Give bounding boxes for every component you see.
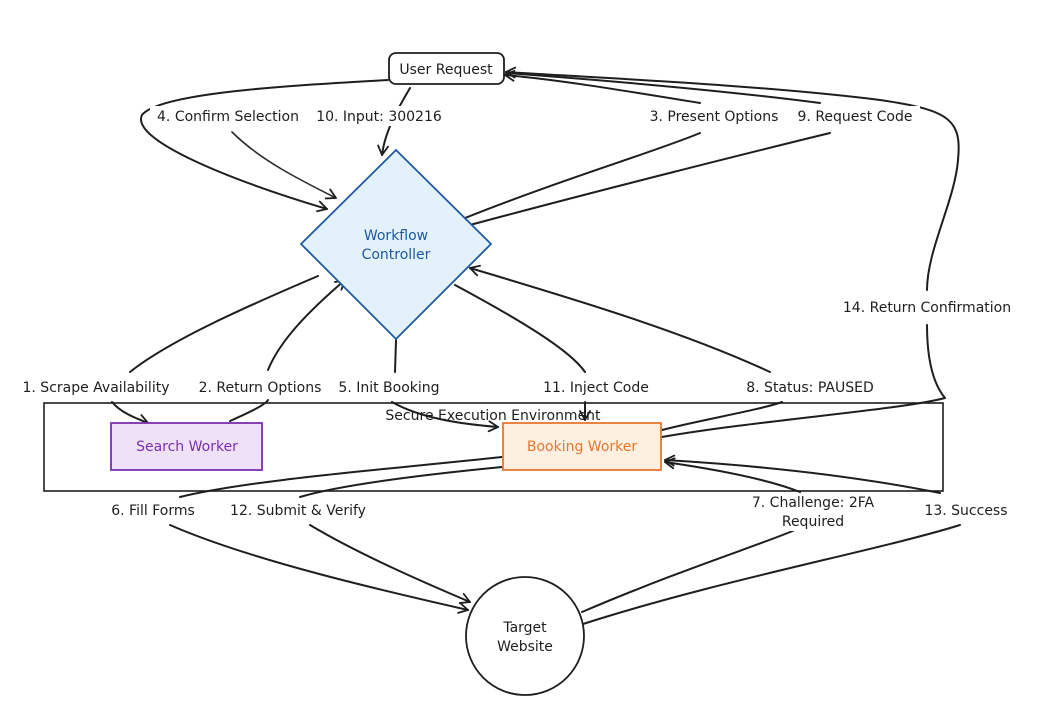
booking-worker-box bbox=[502, 422, 662, 471]
target-website-circle bbox=[465, 576, 585, 696]
edge-label-10: 10. Input: 300216 bbox=[316, 109, 442, 125]
edge-label-7-line2: Required bbox=[782, 514, 844, 530]
edge-label-8: 8. Status: PAUSED bbox=[746, 380, 873, 396]
edge-14-return-confirmation[interactable] bbox=[506, 72, 960, 438]
secure-env-boundary bbox=[43, 402, 944, 492]
node-search-worker[interactable]: Search Worker bbox=[110, 422, 263, 471]
node-target-website[interactable]: Target Website bbox=[465, 576, 585, 696]
edge-6-fill-forms[interactable] bbox=[169, 456, 503, 610]
secure-env-label: Secure Execution Environment bbox=[385, 408, 601, 424]
booking-worker-label: Booking Worker bbox=[527, 439, 638, 455]
edge-2-return-options[interactable] bbox=[229, 280, 345, 422]
edge-3-present-options[interactable] bbox=[464, 75, 701, 219]
edge-labels: 4. Confirm Selection 10. Input: 300216 3… bbox=[16, 106, 1020, 531]
edge-label-7-line1: 7. Challenge: 2FA bbox=[752, 495, 875, 511]
edge-label-2: 2. Return Options bbox=[199, 380, 322, 396]
edge-4-confirm-selection-tail bbox=[231, 131, 337, 200]
controller-label-line2: Controller bbox=[362, 247, 431, 263]
node-user-request[interactable]: User Request bbox=[388, 52, 505, 85]
edge-1-scrape-availability[interactable] bbox=[111, 275, 319, 423]
edge-label-4: 4. Confirm Selection bbox=[157, 109, 299, 125]
edge-7-challenge-2fa[interactable] bbox=[581, 462, 801, 613]
edge-label-11: 11. Inject Code bbox=[543, 380, 649, 396]
edges bbox=[111, 72, 961, 625]
edge-8-status-paused[interactable] bbox=[470, 268, 783, 431]
user-request-box bbox=[388, 52, 505, 85]
controller-label-line1: Workflow bbox=[364, 228, 428, 244]
target-website-label-line1: Target bbox=[502, 620, 547, 636]
edge-label-14: 14. Return Confirmation bbox=[843, 300, 1011, 316]
edge-label-13: 13. Success bbox=[924, 503, 1007, 519]
secure-execution-environment[interactable]: Secure Execution Environment bbox=[43, 402, 944, 492]
search-worker-label: Search Worker bbox=[136, 439, 238, 455]
edge-12-submit-verify[interactable] bbox=[299, 466, 503, 602]
target-website-label-line2: Website bbox=[497, 639, 553, 655]
edge-label-5: 5. Init Booking bbox=[338, 380, 439, 396]
node-workflow-controller[interactable]: Workflow Controller bbox=[299, 148, 493, 341]
edge-label-9: 9. Request Code bbox=[798, 109, 913, 125]
edge-label-3: 3. Present Options bbox=[650, 109, 779, 125]
edge-label-6: 6. Fill Forms bbox=[111, 503, 195, 519]
edge-label-12: 12. Submit & Verify bbox=[230, 503, 366, 519]
edge-9-request-code[interactable] bbox=[469, 72, 831, 226]
user-request-label: User Request bbox=[399, 62, 493, 78]
edge-11-inject-code[interactable] bbox=[454, 284, 585, 420]
node-booking-worker[interactable]: Booking Worker bbox=[502, 422, 662, 471]
edge-13-success[interactable] bbox=[582, 460, 961, 625]
edge-label-1: 1. Scrape Availability bbox=[23, 380, 170, 396]
edge-4-confirm-selection[interactable] bbox=[140, 79, 389, 213]
search-worker-box bbox=[110, 422, 263, 471]
controller-diamond bbox=[299, 148, 493, 341]
edge-5-init-booking[interactable] bbox=[391, 339, 498, 427]
